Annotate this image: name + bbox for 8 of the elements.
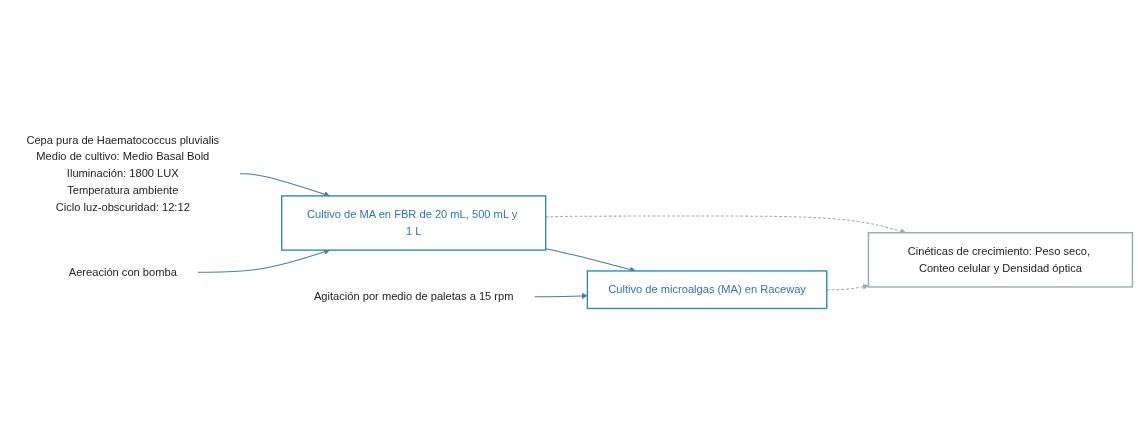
- arrow: [533, 292, 588, 299]
- node-text: Agitación por medio de paletas a 15 rpm: [313, 290, 514, 303]
- node-box: Cinéticas de crecimiento: Peso seco, Conteo celular y Densidad óptica: [867, 232, 1134, 288]
- node-text: Aereación con bomba: [68, 266, 177, 278]
- node-text: Cepa pura de Haematococcus pluvialis Medio de cultivo: Medio Basal Bold Iluminación: 1800 LUX Temperatura ambiente Ciclo luz-obscuridad: 12:12: [26, 134, 220, 213]
- node-box: Cultivo de microalgas (MA) en Raceway: [586, 270, 828, 310]
- arrow: [826, 283, 869, 291]
- node-box: Cultivo de MA en FBR de 20 mL, 500 mL y 1 L: [281, 195, 547, 251]
